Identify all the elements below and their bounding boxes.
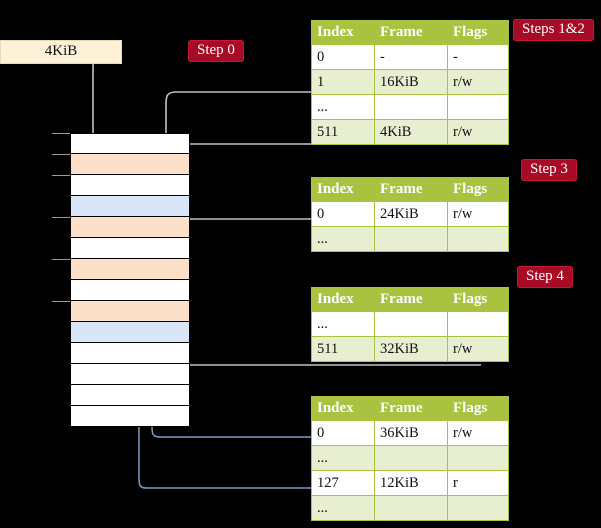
memory-tick-8	[52, 301, 70, 302]
cell-frame-2: 12KiB	[374, 470, 448, 496]
cell-index-2: 127	[311, 470, 375, 496]
column-header-index: Index	[311, 177, 375, 202]
cell-flags-1: r/w	[447, 336, 509, 362]
cell-index-3: ...	[311, 495, 375, 521]
badge-step-4-label: Step 4	[526, 268, 564, 284]
cell-frame-0	[374, 311, 448, 337]
memory-cell-1	[70, 154, 190, 175]
table-row: 0--	[311, 44, 509, 70]
cell-flags-2	[447, 94, 509, 120]
cell-index-0: 0	[311, 201, 375, 227]
table-row: ...	[311, 226, 509, 252]
cell-frame-1: 32KiB	[374, 336, 448, 362]
memory-cell-12	[70, 385, 190, 406]
cell-index-0: 0	[311, 420, 375, 446]
cell-frame-3	[374, 495, 448, 521]
cell-index-1: 511	[311, 336, 375, 362]
column-header-flags: Flags	[447, 177, 509, 202]
badge-step-0: Step 0	[188, 40, 244, 62]
column-header-index: Index	[311, 20, 375, 45]
memory-cell-8	[70, 301, 190, 322]
source-box-4kib: 4KiB	[0, 40, 122, 64]
cell-flags-0: r/w	[447, 420, 509, 446]
cell-flags-0: -	[447, 44, 509, 70]
cell-index-0: 0	[311, 44, 375, 70]
memory-cell-2	[70, 175, 190, 196]
table-row: ...	[311, 445, 509, 471]
cell-flags-2: r	[447, 470, 509, 496]
column-header-index: Index	[311, 287, 375, 312]
memory-tick-6	[52, 259, 70, 260]
badge-step-3: Step 3	[521, 159, 577, 181]
badge-steps-1-2: Steps 1&2	[513, 19, 594, 41]
memory-cell-4	[70, 217, 190, 238]
cell-flags-1: r/w	[447, 69, 509, 95]
memory-cell-3	[70, 196, 190, 217]
memory-cell-11	[70, 364, 190, 385]
table-row: ...	[311, 495, 509, 521]
memory-cell-9	[70, 322, 190, 343]
table-row: ...	[311, 94, 509, 120]
column-header-frame: Frame	[374, 287, 448, 312]
memory-cell-0	[70, 133, 190, 154]
cell-frame-0: 24KiB	[374, 201, 448, 227]
cell-index-1: ...	[311, 226, 375, 252]
column-header-flags: Flags	[447, 20, 509, 45]
column-header-frame: Frame	[374, 396, 448, 421]
cell-flags-3: r/w	[447, 119, 509, 145]
cell-frame-1	[374, 226, 448, 252]
memory-cell-13	[70, 406, 190, 427]
column-header-index: Index	[311, 396, 375, 421]
badge-steps-1-2-label: Steps 1&2	[522, 21, 585, 37]
memory-tick-1	[52, 154, 70, 155]
cell-frame-0: -	[374, 44, 448, 70]
column-header-flags: Flags	[447, 396, 509, 421]
physical-memory-column	[70, 133, 190, 427]
cell-flags-0: r/w	[447, 201, 509, 227]
column-header-flags: Flags	[447, 287, 509, 312]
cell-index-2: ...	[311, 94, 375, 120]
memory-tick-0	[52, 133, 70, 134]
cell-flags-3	[447, 495, 509, 521]
cell-frame-0: 36KiB	[374, 420, 448, 446]
memory-cell-6	[70, 259, 190, 280]
cell-flags-1	[447, 445, 509, 471]
cell-frame-1: 16KiB	[374, 69, 448, 95]
badge-step-3-label: Step 3	[530, 161, 568, 177]
badge-step-0-label: Step 0	[197, 42, 235, 58]
cell-frame-1	[374, 445, 448, 471]
cell-index-1: ...	[311, 445, 375, 471]
column-header-frame: Frame	[374, 20, 448, 45]
memory-cell-5	[70, 238, 190, 259]
memory-cell-7	[70, 280, 190, 301]
memory-tick-4	[52, 217, 70, 218]
cell-index-1: 1	[311, 69, 375, 95]
column-header-frame: Frame	[374, 177, 448, 202]
cell-flags-1	[447, 226, 509, 252]
cell-flags-0	[447, 311, 509, 337]
memory-cell-10	[70, 343, 190, 364]
cell-frame-3: 4KiB	[374, 119, 448, 145]
memory-tick-2	[52, 175, 70, 176]
table-row: ...	[311, 311, 509, 337]
source-box-label: 4KiB	[44, 43, 78, 59]
cell-index-0: ...	[311, 311, 375, 337]
cell-index-3: 511	[311, 119, 375, 145]
cell-frame-2	[374, 94, 448, 120]
badge-step-4: Step 4	[517, 266, 573, 288]
